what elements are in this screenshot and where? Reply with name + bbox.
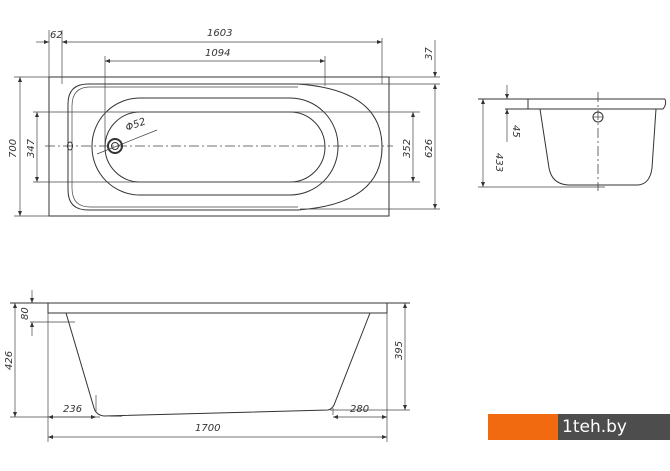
- dim-80: 80: [20, 307, 31, 320]
- dim-45: 45: [510, 125, 521, 138]
- dim-62: 62: [50, 30, 63, 41]
- top-view: Φ52 62 1603 1094 700 347 352 626 37: [8, 28, 440, 217]
- dim-1700: 1700: [195, 423, 220, 434]
- overflow-hole: [67, 141, 73, 151]
- logo-text: 1teh.by: [558, 414, 670, 440]
- dim-433: 433: [493, 153, 504, 172]
- dim-236: 236: [63, 404, 82, 415]
- top-rim-line: [67, 83, 298, 211]
- dim-280: 280: [350, 404, 369, 415]
- dim-395: 395: [394, 341, 405, 360]
- dim-426: 426: [4, 351, 15, 370]
- drain-diameter-label: Φ52: [124, 116, 147, 133]
- dim-700: 700: [8, 139, 19, 158]
- end-view-body: [539, 108, 657, 186]
- top-outer-rim: [48, 76, 390, 217]
- side-view: 426 80 395 236 280 1700: [4, 290, 410, 442]
- dim-1094: 1094: [205, 48, 230, 59]
- dim-352: 352: [402, 139, 413, 158]
- dim-1603: 1603: [207, 28, 232, 39]
- site-logo: 1teh.by: [488, 414, 670, 440]
- dim-37: 37: [424, 47, 435, 60]
- end-view: 433 45: [478, 85, 667, 191]
- dim-626: 626: [424, 139, 435, 158]
- side-view-body: [65, 312, 371, 417]
- dim-347: 347: [26, 138, 37, 158]
- drain-icon: [107, 138, 123, 154]
- top-rim-curve: [297, 83, 383, 211]
- bowl-middle-outline: [91, 97, 339, 196]
- logo-orange-block: [488, 414, 558, 440]
